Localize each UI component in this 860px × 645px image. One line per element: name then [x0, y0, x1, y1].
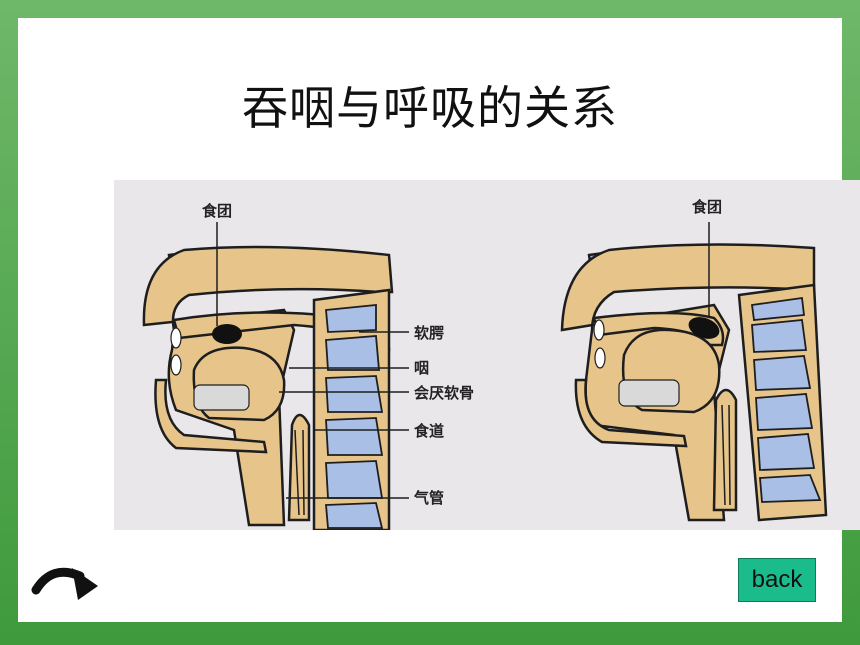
page-title: 吞咽与呼吸的关系 — [242, 81, 618, 135]
label-bolus-right: 食团 — [692, 198, 722, 216]
right-bolus — [688, 317, 720, 339]
right-vertebrae — [750, 296, 822, 503]
back-button[interactable]: back — [738, 558, 816, 602]
label-trachea: 气管 — [413, 489, 444, 507]
left-bolus — [212, 324, 242, 344]
label-esophagus: 食道 — [414, 422, 444, 440]
label-pharynx: 咽 — [414, 359, 429, 377]
right-trachea — [712, 388, 738, 512]
label-epiglottis: 会厌软骨 — [414, 384, 474, 402]
left-vertebrae — [325, 304, 384, 529]
swallow-breathing-diagram: 食团 软腭 咽 会厌软骨 食道 气管 — [114, 180, 860, 530]
left-leader-lines — [216, 222, 409, 499]
right-teeth — [593, 319, 680, 407]
label-soft-palate: 软腭 — [414, 324, 444, 342]
label-bolus-left: 食团 — [202, 202, 232, 220]
left-teeth — [170, 327, 250, 411]
left-trachea — [287, 413, 311, 522]
curved-arrow-icon[interactable] — [30, 560, 102, 604]
